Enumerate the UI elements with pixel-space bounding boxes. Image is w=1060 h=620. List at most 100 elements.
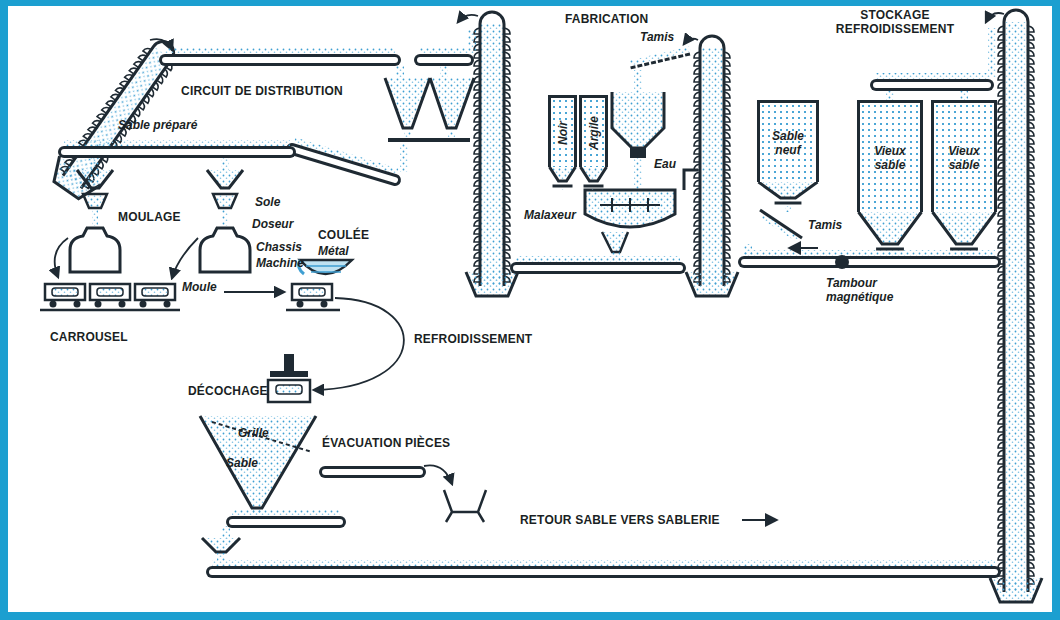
- carrousel-rail: [286, 309, 340, 312]
- cart-wheel: [140, 301, 147, 308]
- conveyor-belt: [325, 466, 420, 478]
- falling-sand: [960, 91, 968, 100]
- flow-arrow: [742, 519, 776, 521]
- elevator-buckets: [694, 52, 730, 282]
- conveyor-belt: [744, 259, 995, 265]
- falling-sand: [448, 131, 455, 138]
- mould: [97, 288, 123, 296]
- mixer-hopper: [612, 92, 664, 148]
- falling-sand: [222, 209, 228, 226]
- cart-wheel: [321, 301, 328, 308]
- elevator-sand: [700, 48, 724, 286]
- part-label: Sable: [226, 456, 258, 470]
- flow-arrow: [684, 39, 698, 44]
- feeder-plate: [388, 138, 470, 142]
- hopper-funnel: [77, 170, 113, 188]
- storage-silo: Vieux sable: [931, 100, 997, 212]
- feeder-plate: [775, 202, 802, 205]
- part-label: Eau: [654, 157, 676, 171]
- flow-arrow: [55, 238, 68, 277]
- falling-sand: [217, 553, 225, 560]
- hopper-funnel: [202, 538, 240, 552]
- gate-valve: [630, 148, 646, 158]
- mould: [276, 385, 302, 394]
- molten-metal: [306, 266, 346, 272]
- sand-hopper: [200, 416, 316, 508]
- section-heading: RETOUR SABLE VERS SABLERIE: [520, 513, 720, 527]
- flow-arrow: [314, 298, 404, 390]
- feeder-plate: [950, 248, 978, 251]
- moulding-machine: [200, 228, 250, 272]
- part-label: Tamis: [640, 30, 674, 44]
- mould-cart: [45, 284, 85, 300]
- sand-layer: [762, 216, 798, 240]
- conveyor-belt: [232, 519, 340, 525]
- silo-label: Sable neuf: [762, 129, 814, 157]
- part-label: Moule: [182, 280, 217, 294]
- pouring-ladle: [300, 260, 352, 274]
- mould: [299, 288, 325, 296]
- sand-layer: [64, 140, 290, 146]
- section-heading: CIRCUIT DE DISTRIBUTION: [181, 84, 343, 98]
- feeder-plate: [584, 185, 604, 188]
- falling-sand: [222, 526, 230, 540]
- part-label: Sole: [255, 195, 280, 209]
- feeder-plate: [876, 248, 904, 251]
- elevator-buckets: [998, 26, 1034, 584]
- storage-silo: Sable neuf: [757, 100, 819, 182]
- conveyor-belt: [64, 149, 290, 155]
- elevator-boot-hopper: [990, 578, 1042, 602]
- conveyor-belt: [292, 149, 395, 180]
- conveyor-belt: [420, 54, 468, 66]
- shakeout-grid: [268, 380, 310, 402]
- mixer-paddles: [600, 198, 660, 212]
- silo-label: Noir: [556, 121, 570, 145]
- silo-label: Vieux sable: [936, 144, 992, 172]
- sand-layer: [516, 256, 680, 262]
- mould-cart: [90, 284, 130, 300]
- falling-sand: [560, 189, 566, 190]
- press-plate: [270, 371, 308, 377]
- parts-bin: [444, 490, 486, 522]
- doser: [83, 194, 107, 208]
- elevator-boot-hopper: [686, 272, 738, 296]
- part-label: Tambour magnétique: [826, 276, 908, 304]
- carrousel-rail: [40, 309, 180, 312]
- conveyor-belt: [64, 146, 290, 158]
- bucket-elevator: [480, 12, 504, 286]
- elevator-sand: [63, 46, 172, 188]
- elevator-sand: [480, 24, 504, 286]
- press-ram: [284, 354, 294, 372]
- flow-arrow: [986, 13, 1004, 22]
- falling-sand: [468, 30, 476, 54]
- cart-wheel: [119, 301, 126, 308]
- mould: [52, 288, 78, 296]
- conveyor-belt: [325, 469, 420, 475]
- section-heading: MOULAGE: [118, 210, 181, 224]
- flow-arrow: [790, 247, 818, 249]
- falling-sand: [92, 209, 98, 226]
- hopper-funnel: [385, 78, 430, 128]
- falling-sand: [634, 158, 642, 190]
- falling-sand: [988, 28, 996, 78]
- storage-silo: Argile: [579, 95, 608, 167]
- storage-silo: Vieux sable: [857, 100, 923, 212]
- silo-label: Argile: [587, 115, 601, 149]
- part-label: Grille: [238, 426, 269, 440]
- cart-wheel: [74, 301, 81, 308]
- conveyor-belt: [292, 149, 395, 180]
- falling-sand: [591, 189, 597, 190]
- falling-sand: [785, 206, 791, 212]
- part-label: Métal: [318, 244, 349, 258]
- falling-sand: [400, 144, 408, 172]
- water-pipe: [684, 170, 698, 190]
- conveyor-belt: [516, 262, 680, 274]
- elevator-buckets: [60, 46, 174, 188]
- falling-sand: [404, 131, 411, 138]
- section-heading: REFROIDISSEMENT: [414, 332, 532, 346]
- bucket-elevator: [1004, 10, 1028, 592]
- discharge-chute: [602, 232, 628, 252]
- conveyor-belt: [876, 79, 988, 91]
- falling-sand: [440, 66, 448, 78]
- section-heading: FABRICATION: [565, 12, 648, 26]
